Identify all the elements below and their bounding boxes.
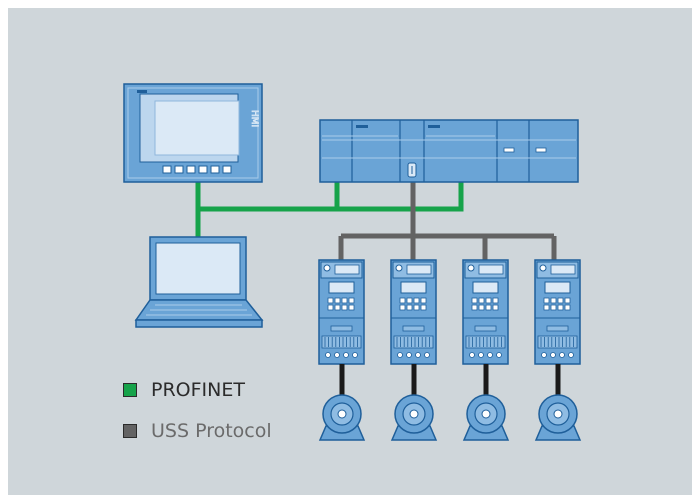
- uss-network: [338, 180, 557, 260]
- plc-status-led: [503, 147, 515, 153]
- drives-layer: [318, 259, 581, 399]
- motors-layer: [318, 394, 582, 441]
- motor-icon: [462, 394, 510, 441]
- drive-keypad: [471, 297, 499, 311]
- drive-knob-icon: [467, 264, 475, 272]
- drive-terminal-strip: [537, 335, 578, 349]
- laptop-computer: [134, 236, 264, 328]
- drive-display: [472, 281, 499, 294]
- hmi-label: HMI: [249, 110, 259, 127]
- drive-terminal-strip: [321, 335, 362, 349]
- motor-icon: [318, 394, 366, 441]
- drive-keypad: [399, 297, 427, 311]
- plc-brand-mark: [428, 125, 440, 128]
- legend-item-uss: USS Protocol: [123, 420, 272, 442]
- frequency-drive: [534, 259, 581, 365]
- legend-label-profinet: PROFINET: [151, 379, 245, 401]
- drive-knob-icon: [395, 264, 403, 272]
- motor-icon: [390, 394, 438, 441]
- laptop-screen: [155, 242, 241, 295]
- drive-terminal-strip: [465, 335, 506, 349]
- plc-status-led: [535, 147, 547, 153]
- plc-port-icon: [407, 162, 417, 178]
- drive-display: [328, 281, 355, 294]
- drive-keypad: [543, 297, 571, 311]
- profinet-swatch-icon: [123, 383, 137, 397]
- hmi-panel: HMI: [123, 83, 263, 183]
- drive-display: [544, 281, 571, 294]
- motor-icon: [534, 394, 582, 441]
- drive-knob-icon: [539, 264, 547, 272]
- uss-swatch-icon: [123, 424, 137, 438]
- profinet-network: [195, 180, 464, 241]
- plc-brand-mark: [356, 125, 368, 128]
- drive-display: [400, 281, 427, 294]
- frequency-drive: [462, 259, 509, 365]
- hmi-function-keys: [162, 165, 232, 174]
- plc-controller: [319, 119, 579, 183]
- frequency-drive: [318, 259, 365, 365]
- drive-knob-icon: [323, 264, 331, 272]
- drive-terminal-strip: [393, 335, 434, 349]
- legend-label-uss: USS Protocol: [151, 420, 272, 442]
- hmi-brand-mark: [137, 90, 147, 93]
- drive-keypad: [327, 297, 355, 311]
- legend-item-profinet: PROFINET: [123, 379, 245, 401]
- frequency-drive: [390, 259, 437, 365]
